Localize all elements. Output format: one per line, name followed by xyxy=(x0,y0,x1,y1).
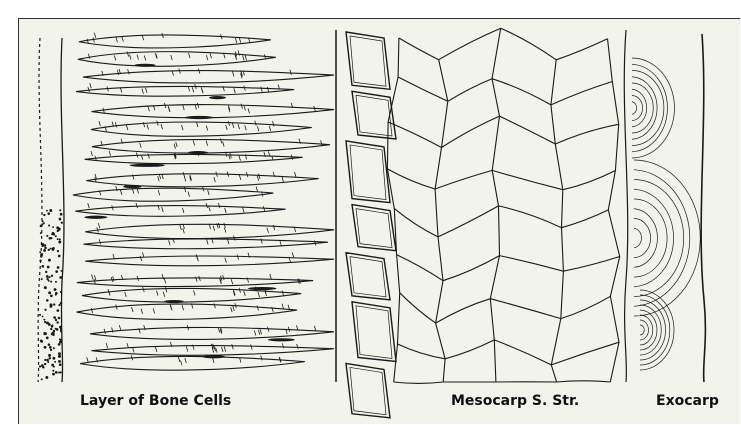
label-exocarp: Exocarp xyxy=(656,393,719,409)
mesocarp-parenchyma xyxy=(387,28,619,383)
bone-cell-layer xyxy=(38,33,334,382)
label-layer-of-bone-cells: Layer of Bone Cells xyxy=(80,393,231,409)
exocarp-layer xyxy=(624,30,705,382)
palisade-cell-row xyxy=(336,30,396,418)
label-mesocarp: Mesocarp S. Str. xyxy=(451,393,579,409)
